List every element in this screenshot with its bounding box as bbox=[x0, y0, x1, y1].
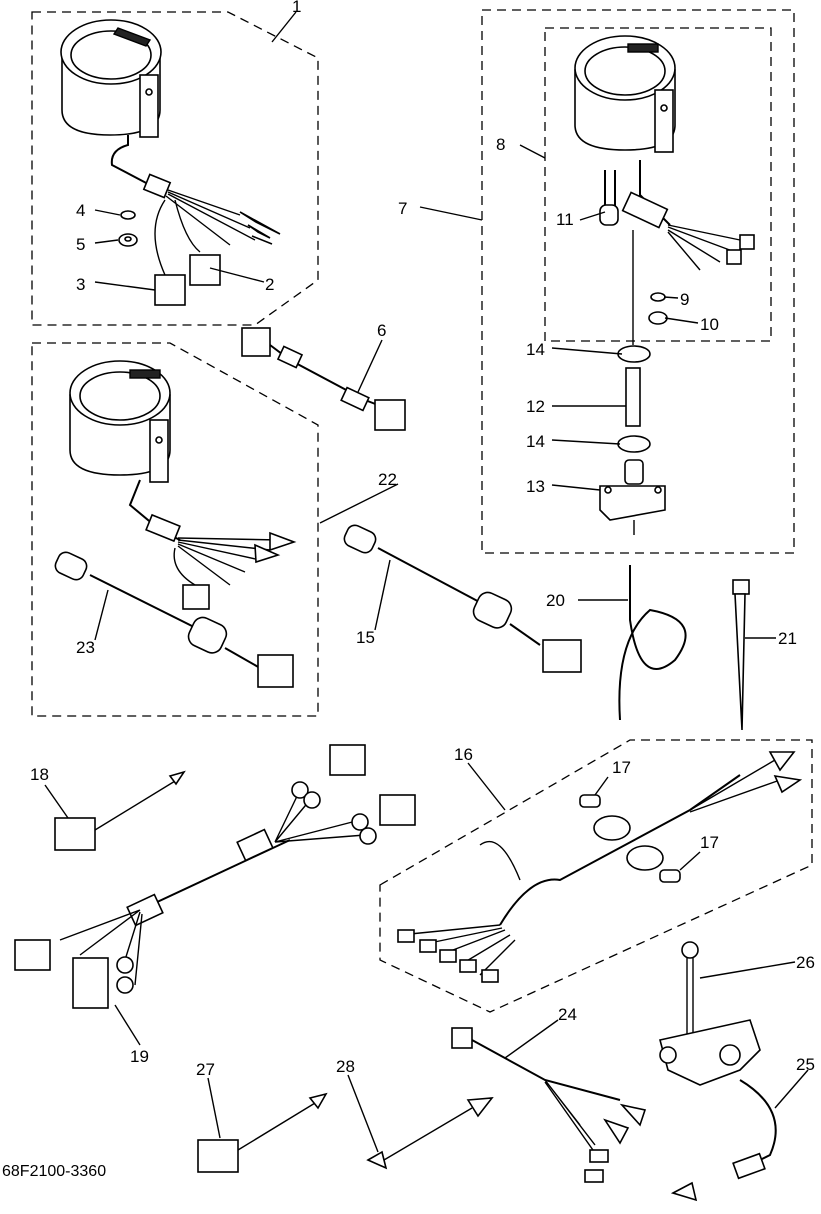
harness-19 bbox=[14, 744, 416, 1009]
terminal-17-lower bbox=[659, 869, 681, 883]
clip-14-upper bbox=[617, 345, 651, 363]
tube-12 bbox=[625, 230, 641, 427]
callout-27: 27 bbox=[196, 1060, 215, 1079]
callout-11: 11 bbox=[556, 210, 574, 229]
connector-18 bbox=[54, 770, 186, 851]
leader-lines bbox=[44, 11, 809, 1153]
cable-15 bbox=[343, 524, 582, 673]
fitting-25 bbox=[659, 1019, 777, 1202]
callout-3: 3 bbox=[76, 275, 85, 294]
callout-labels: 1 2 3 4 5 6 7 8 9 10 11 12 13 14 14 15 1… bbox=[30, 0, 815, 1079]
callout-8: 8 bbox=[496, 135, 505, 154]
callout-28: 28 bbox=[336, 1057, 355, 1076]
callout-24: 24 bbox=[558, 1005, 577, 1024]
gauge-1 bbox=[60, 19, 281, 306]
wiring-16 bbox=[397, 751, 803, 983]
nut-5 bbox=[118, 233, 138, 247]
callout-5: 5 bbox=[76, 235, 85, 254]
harness-24 bbox=[451, 1027, 647, 1183]
callout-14-upper: 14 bbox=[526, 340, 545, 359]
group-22-boundary bbox=[31, 342, 319, 717]
lead-6 bbox=[241, 327, 406, 431]
callout-10: 10 bbox=[700, 315, 719, 334]
washer-4 bbox=[120, 210, 136, 220]
callout-16: 16 bbox=[454, 745, 473, 764]
cable-23 bbox=[54, 551, 294, 688]
callout-18: 18 bbox=[30, 765, 49, 784]
callout-2: 2 bbox=[265, 275, 274, 294]
callout-26: 26 bbox=[796, 953, 815, 972]
callout-23: 23 bbox=[76, 638, 95, 657]
gauge-8 bbox=[574, 35, 755, 271]
callout-20: 20 bbox=[546, 591, 565, 610]
callout-14-lower: 14 bbox=[526, 432, 545, 451]
connector-27 bbox=[197, 1092, 328, 1173]
callout-9: 9 bbox=[680, 290, 689, 309]
washer-9 bbox=[650, 292, 666, 302]
terminal-17-upper bbox=[579, 794, 601, 808]
callout-25: 25 bbox=[796, 1055, 815, 1074]
clip-14-lower bbox=[617, 435, 651, 453]
group-8-boundary bbox=[544, 27, 772, 342]
callout-17-upper: 17 bbox=[612, 758, 631, 777]
group-1-boundary bbox=[31, 11, 319, 326]
callout-21: 21 bbox=[778, 629, 797, 648]
hose-20 bbox=[618, 565, 687, 721]
tie-21 bbox=[732, 579, 750, 731]
callout-4: 4 bbox=[76, 201, 85, 220]
arrow-28 bbox=[366, 1097, 494, 1170]
sender-13 bbox=[599, 459, 666, 535]
callout-1: 1 bbox=[292, 0, 301, 16]
callout-13: 13 bbox=[526, 477, 545, 496]
callout-19: 19 bbox=[130, 1047, 149, 1066]
drawing-code: 68F2100-3360 bbox=[2, 1163, 106, 1180]
callout-17-lower: 17 bbox=[700, 833, 719, 852]
callout-6: 6 bbox=[377, 321, 386, 340]
callout-15: 15 bbox=[356, 628, 375, 647]
group-16-boundary bbox=[379, 739, 813, 1013]
nut-10 bbox=[648, 311, 668, 325]
cap-11 bbox=[599, 204, 619, 226]
callout-12: 12 bbox=[526, 397, 545, 416]
callout-22: 22 bbox=[378, 470, 397, 489]
gauge-22 bbox=[69, 360, 297, 610]
callout-7: 7 bbox=[398, 199, 407, 218]
group-7-boundary bbox=[481, 9, 795, 554]
